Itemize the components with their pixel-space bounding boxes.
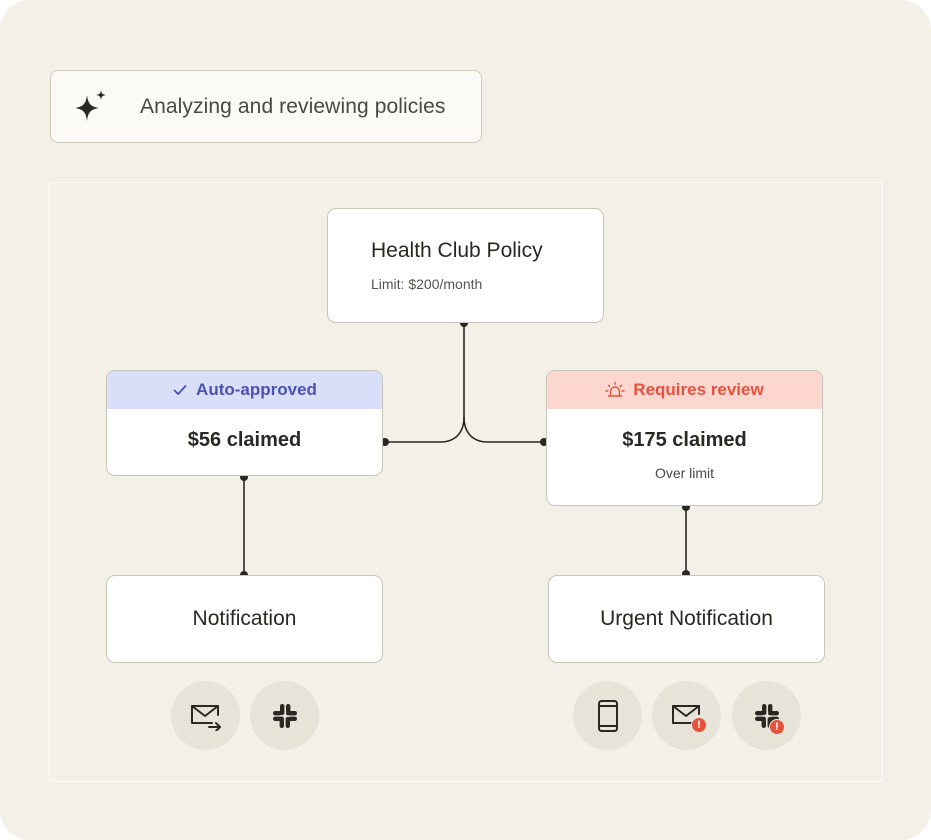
alert-badge-icon: ! — [769, 719, 785, 735]
review-status-label: Requires review — [633, 380, 764, 399]
policy-limit: Limit: $200/month — [371, 276, 483, 292]
status-bar: Analyzing and reviewing policies — [50, 70, 482, 143]
slack-alert-channel[interactable]: ! — [732, 681, 801, 750]
approved-status-label: Auto-approved — [196, 380, 317, 399]
policy-node[interactable]: Health Club Policy Limit: $200/month — [327, 208, 604, 323]
review-claim-node[interactable]: Requires review $175 claimed Over limit — [546, 370, 823, 506]
review-note: Over limit — [654, 465, 715, 481]
slack-channel[interactable] — [250, 681, 319, 750]
review-amount: $175 claimed — [622, 429, 747, 451]
alert-badge-icon: ! — [691, 717, 707, 733]
email-send-channel[interactable] — [171, 681, 240, 750]
workflow-panel — [49, 182, 883, 782]
email-alert-channel[interactable]: ! — [652, 681, 721, 750]
review-banner: Requires review — [547, 371, 822, 409]
slack-icon — [272, 703, 297, 728]
email-alert-icon — [671, 704, 700, 724]
notification-node[interactable]: Notification — [106, 575, 383, 663]
approved-amount: $56 claimed — [187, 429, 302, 451]
approved-claim-node[interactable]: Auto-approved $56 claimed — [106, 370, 383, 476]
status-text: Analyzing and reviewing policies — [140, 95, 446, 118]
email-send-icon — [190, 704, 221, 731]
sparkle-icon — [75, 90, 106, 121]
mobile-channel[interactable] — [573, 681, 642, 750]
urgent-notification-node[interactable]: Urgent Notification — [548, 575, 825, 663]
approved-banner: Auto-approved — [107, 371, 382, 409]
policy-title: Health Club Policy — [371, 239, 543, 262]
siren-icon — [605, 381, 625, 397]
checkmark-icon — [173, 385, 187, 395]
mobile-phone-icon — [597, 699, 618, 732]
